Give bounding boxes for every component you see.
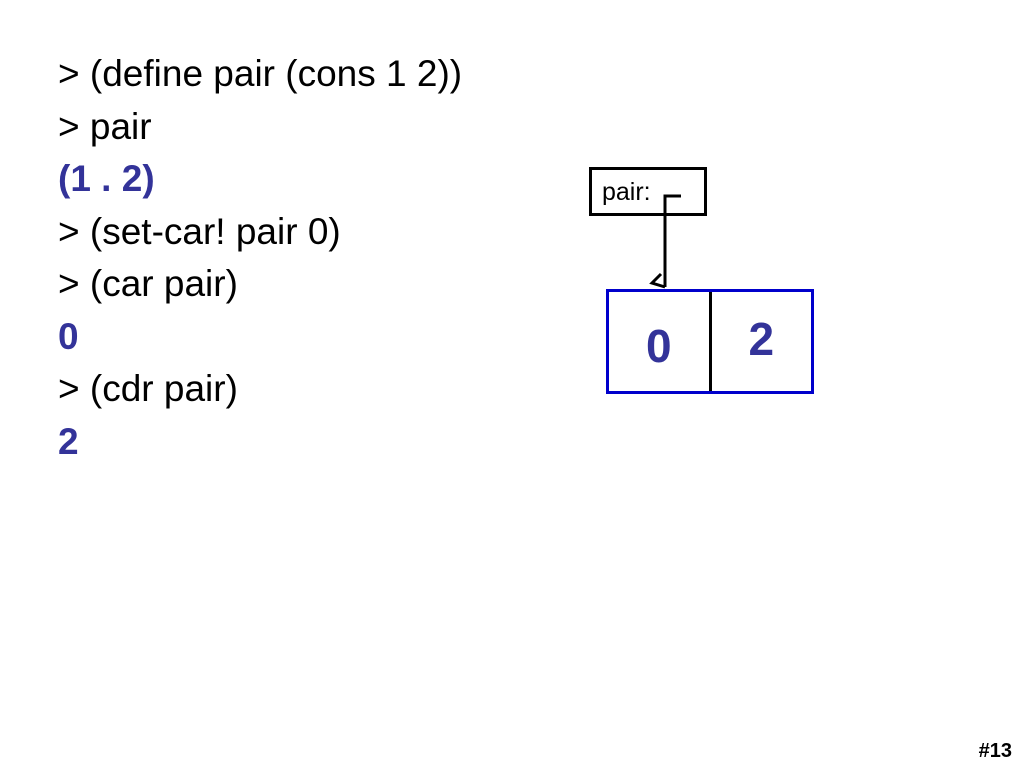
repl-line-set-car: > (set-car! pair 0) (58, 210, 341, 252)
repl-line-define: > (define pair (cons 1 2)) (58, 53, 463, 94)
cdr-value: 2 (748, 312, 775, 365)
repl-line-eval-pair: > pair (58, 105, 152, 147)
binding-label: pair: (602, 178, 651, 206)
cell-divider (708, 292, 712, 391)
repl-line-cdr: > (cdr pair) (58, 368, 238, 409)
environment-frame: pair: (589, 167, 707, 216)
repl-result-car: 0 (58, 315, 79, 357)
repl-transcript: > (define pair (cons 1 2)) > pair (1 . 2… (58, 48, 462, 468)
cons-cell: 0 2 (606, 289, 814, 394)
car-value: 0 (645, 319, 672, 372)
repl-result-pair: (1 . 2) (58, 158, 155, 199)
car-box: 0 (609, 292, 709, 391)
slide-number: #13 (978, 740, 1012, 762)
pointer-arrowhead (649, 272, 666, 289)
repl-line-car: > (car pair) (58, 263, 238, 304)
cdr-box: 2 (712, 292, 812, 391)
repl-result-cdr: 2 (58, 420, 79, 462)
